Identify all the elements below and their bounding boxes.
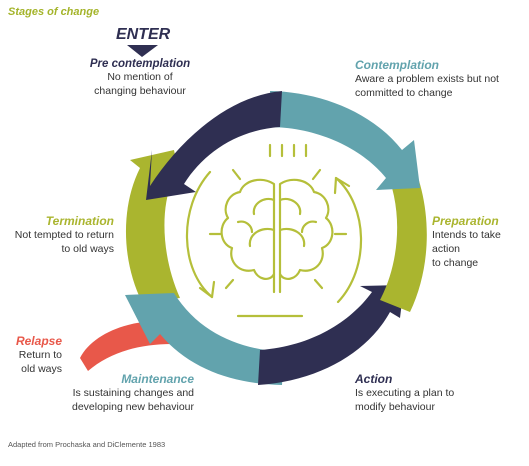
stage-preparation: Preparation Intends to take action to ch… [432, 214, 528, 270]
contemplation-segment [270, 91, 420, 190]
source-credit: Adapted from Prochaska and DiClemente 19… [8, 440, 166, 449]
stage-title: Pre contemplation [89, 58, 191, 70]
preparation-segment [380, 150, 427, 312]
stage-desc-line: Intends to take action [432, 229, 501, 255]
stage-title: Contemplation [355, 58, 439, 72]
stage-desc-line: developing new behaviour [71, 401, 194, 413]
stage-desc-line: to change [432, 257, 479, 269]
stage-desc-line: Aware a problem exists but not [355, 73, 499, 85]
stage-termination: Termination Not tempted to return to old… [10, 214, 114, 256]
page-title: Stages of change [8, 6, 100, 18]
stage-desc-line: Not tempted to return [14, 229, 114, 241]
stage-desc-line: committed to change [355, 87, 453, 99]
enter-arrow-icon [127, 45, 158, 57]
stage-title: Relapse [15, 334, 62, 348]
stage-title: Preparation [432, 214, 499, 228]
stage-desc-line: Is sustaining changes and [72, 387, 194, 399]
action-segment [258, 285, 404, 385]
stage-desc-line: Return to [18, 349, 62, 361]
stage-desc-line: to old ways [61, 243, 114, 255]
stage-action: Action Is executing a plan to modify beh… [355, 372, 505, 414]
brain-icon [185, 143, 363, 318]
stage-title: Maintenance [121, 372, 194, 386]
cycle-ring [80, 91, 427, 385]
stage-maintenance: Maintenance Is sustaining changes and de… [60, 372, 194, 414]
stage-desc-line: Is executing a plan to [355, 387, 455, 399]
stage-title: Termination [45, 214, 114, 228]
stage-desc-line: old ways [21, 363, 62, 375]
stage-title: Action [355, 372, 393, 386]
stage-relapse: Relapse Return to old ways [8, 334, 62, 376]
stage-contemplation: Contemplation Aware a problem exists but… [355, 58, 525, 100]
stage-desc-line: changing behaviour [94, 85, 186, 97]
pre-contemplation-segment [146, 91, 282, 200]
maintenance-segment [125, 293, 284, 385]
stage-desc-line: modify behaviour [355, 401, 435, 413]
stage-pre-contemplation: Pre contemplation No mention of changing… [70, 58, 210, 98]
stage-desc-line: No mention of [107, 71, 173, 83]
enter-label: ENTER [116, 26, 171, 43]
